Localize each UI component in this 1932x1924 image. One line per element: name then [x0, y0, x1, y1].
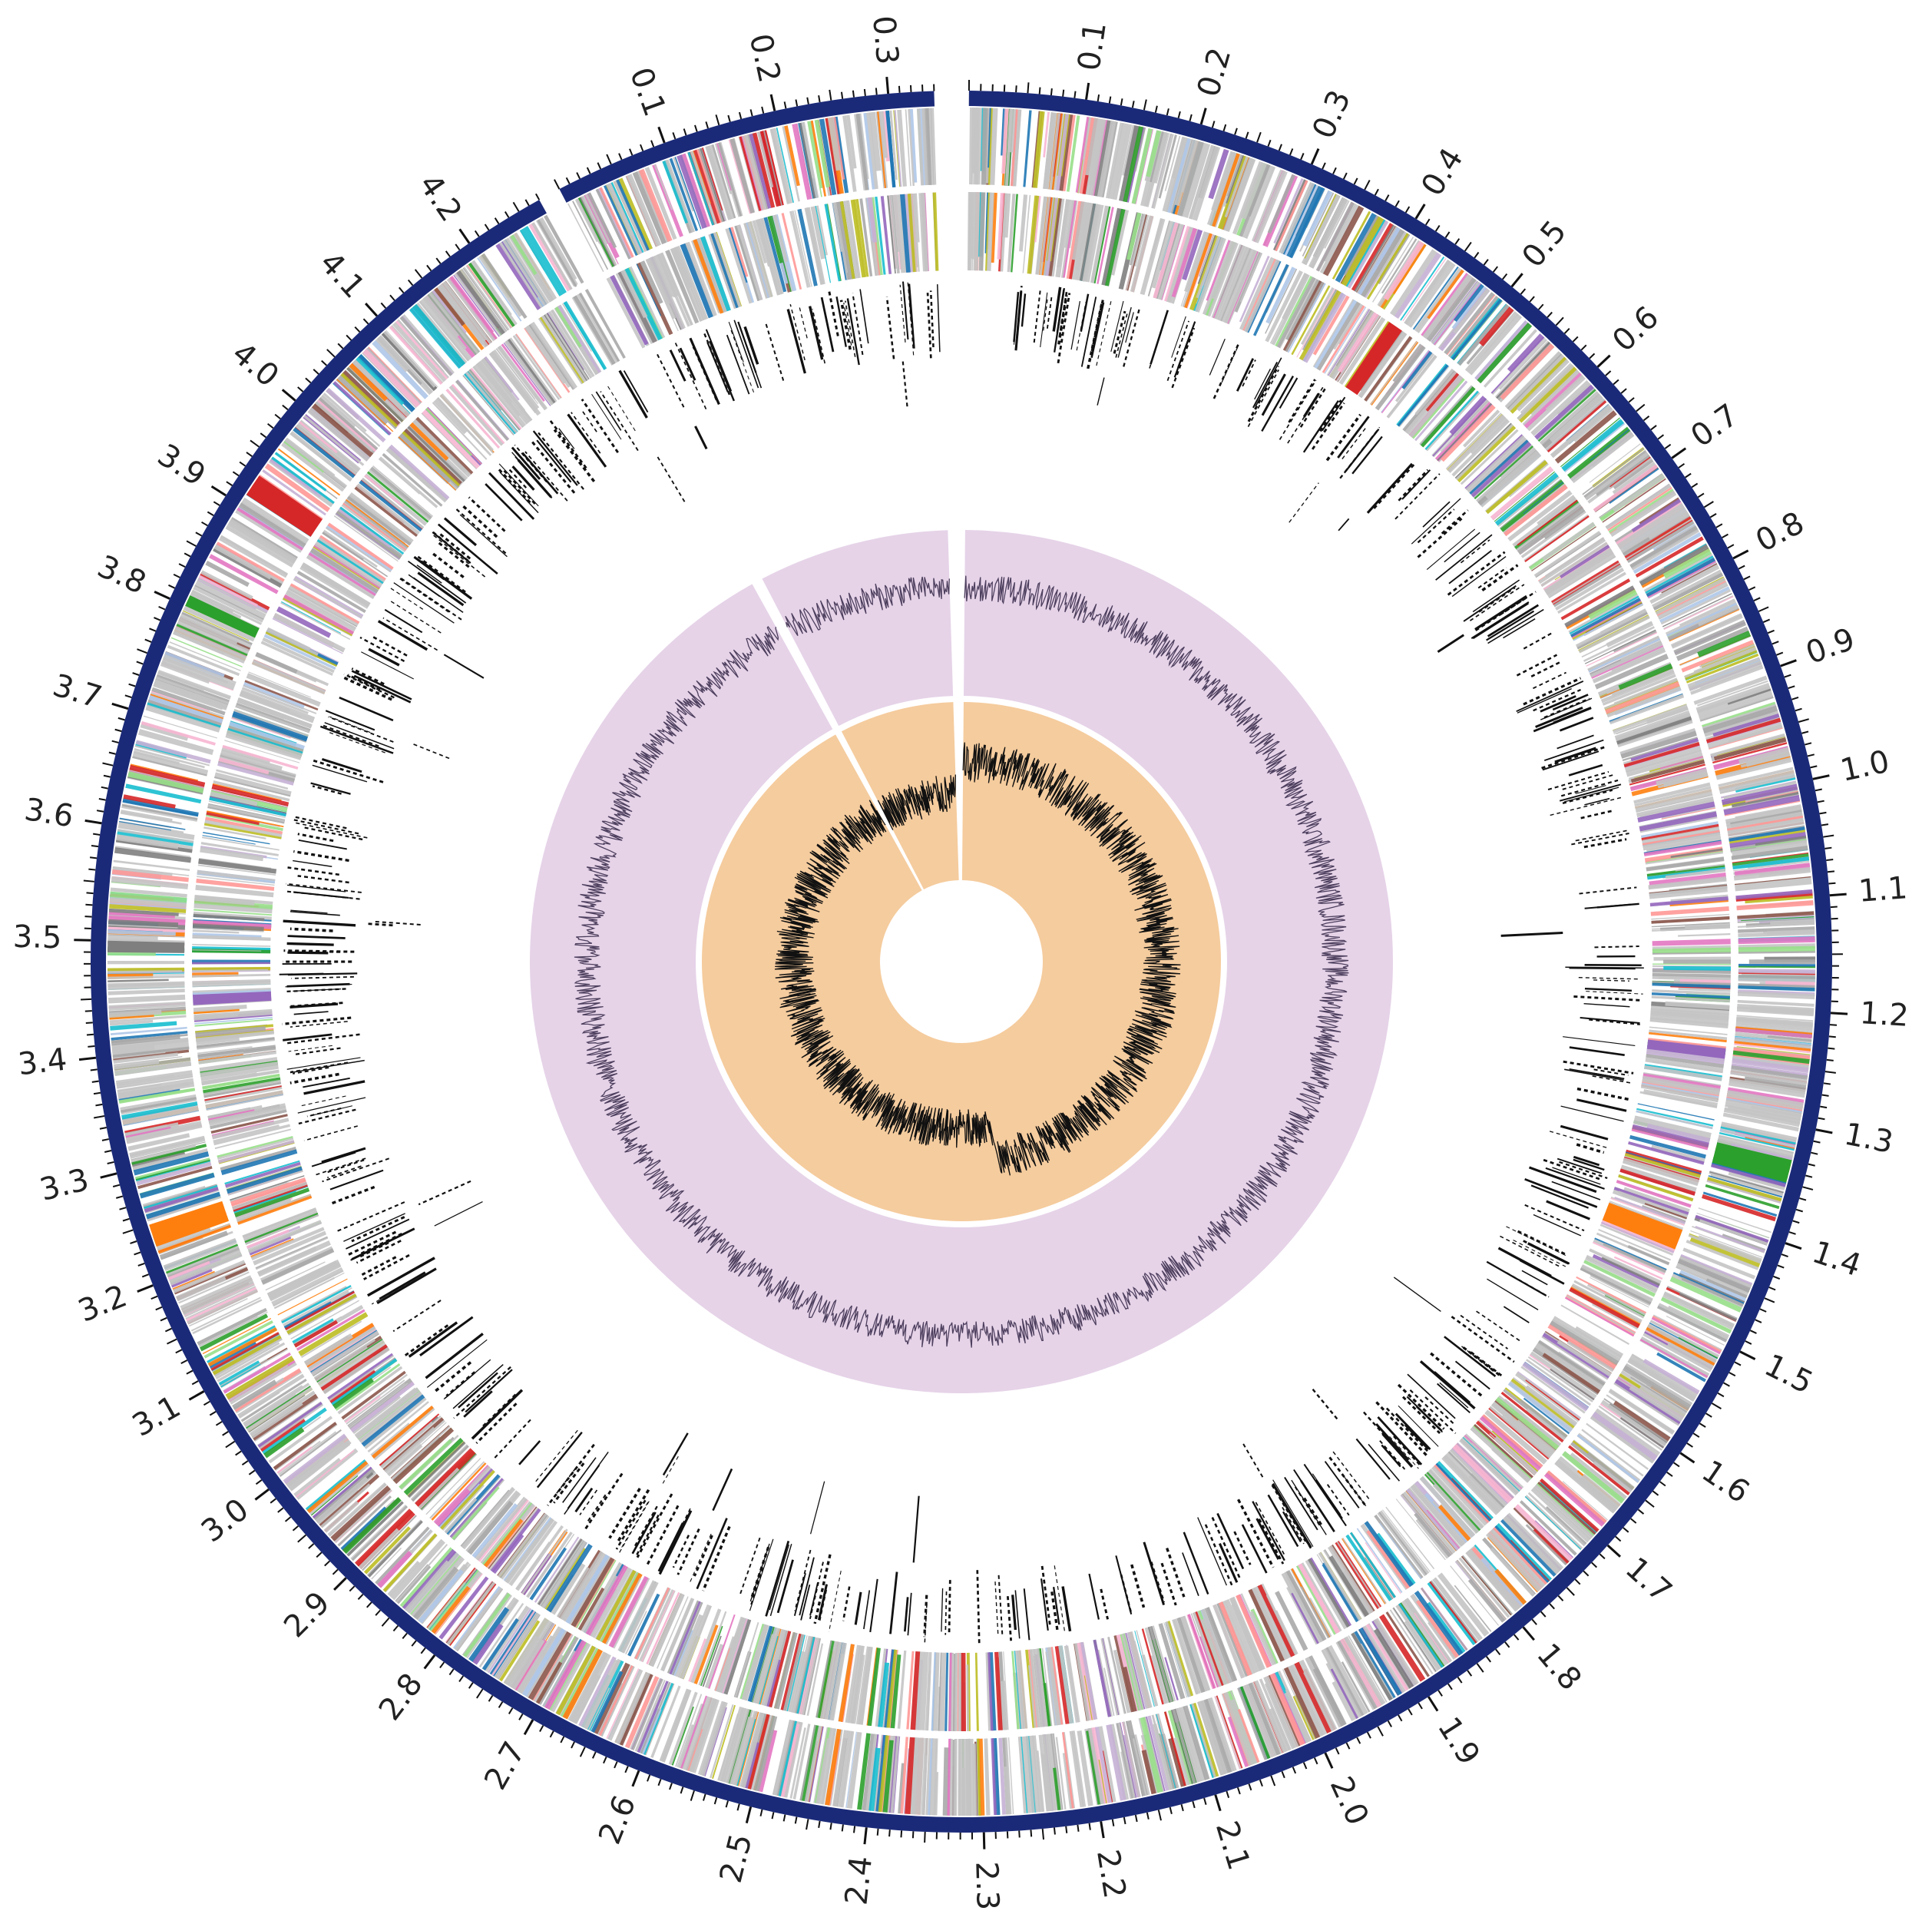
tick-label: 2.3	[968, 1861, 1005, 1911]
tick-label: 3.7	[49, 667, 106, 715]
tick-label: 0.1	[623, 63, 673, 121]
tick-label: 1.2	[1859, 995, 1910, 1034]
reverse-strand-cds-track	[192, 192, 1732, 1731]
tick-label: 0.9	[1801, 621, 1859, 671]
tick-label: 3.5	[12, 919, 62, 956]
tick-label: 1.9	[1431, 1711, 1487, 1771]
tick-label: 3.1	[127, 1389, 187, 1443]
tick-label: 1.0	[1838, 744, 1893, 789]
gc-skew-track	[702, 702, 1222, 1222]
tick-label: 2.7	[478, 1736, 532, 1796]
tick-label: 1.1	[1858, 870, 1909, 909]
backbone-arc	[559, 91, 935, 203]
tick-label: 2.1	[1209, 1817, 1257, 1874]
tick-label: 0.8	[1750, 505, 1810, 559]
tick-label: 0.3	[1306, 85, 1358, 144]
tick-label: 0.2	[1191, 44, 1239, 101]
tick-label: 0.6	[1606, 300, 1666, 359]
tick-label: 1.4	[1808, 1234, 1865, 1283]
tick-label: 1.3	[1841, 1117, 1896, 1161]
forward-strand-cds-track	[107, 108, 1815, 1816]
tick-label: 0.7	[1685, 397, 1745, 454]
tick-label: 3.3	[36, 1162, 92, 1208]
tick-label: 0.5	[1515, 214, 1573, 274]
tick-label: 2.5	[713, 1830, 759, 1886]
position-ticks	[74, 76, 1848, 1849]
tick-label: 3.9	[151, 437, 211, 493]
tick-label: 0.3	[865, 15, 905, 66]
tick-label: 0.2	[743, 31, 788, 86]
tick-label: 3.0	[195, 1492, 255, 1549]
genome-backbone-ring	[90, 91, 1832, 1833]
tick-label: 4.1	[313, 245, 372, 305]
tick-label: 3.4	[16, 1042, 68, 1083]
tick-label: 1.6	[1695, 1453, 1755, 1510]
tick-label: 2.0	[1323, 1771, 1375, 1830]
tick-label: 1.8	[1530, 1637, 1588, 1697]
tick-label: 2.8	[372, 1667, 430, 1727]
position-tick-labels: 0.1 0.2 0.3 0.4 0.5 0.6 0.70.8 0.9 1.0 1.1 1.2 1.3 1…	[12, 15, 1910, 1911]
tick-label: 4.2	[412, 168, 468, 228]
gc-content-track	[530, 530, 1394, 1393]
tick-label: 1.7	[1619, 1551, 1679, 1610]
tick-label: 2.6	[592, 1790, 643, 1849]
tick-label: 3.6	[22, 792, 76, 835]
tick-label: 4.0	[225, 336, 285, 394]
tick-label: 3.2	[74, 1278, 132, 1329]
ncrna-features-track	[279, 280, 1644, 1644]
tick-label: 1.5	[1759, 1347, 1818, 1401]
sparse-features-track	[367, 361, 1563, 1563]
tick-label: 0.1	[1071, 20, 1113, 74]
tick-label: 2.4	[839, 1854, 879, 1906]
tick-label: 2.2	[1090, 1847, 1133, 1901]
tick-label: 2.9	[277, 1585, 337, 1645]
tick-label: 3.8	[92, 548, 151, 601]
tick-label: 0.4	[1414, 142, 1470, 202]
